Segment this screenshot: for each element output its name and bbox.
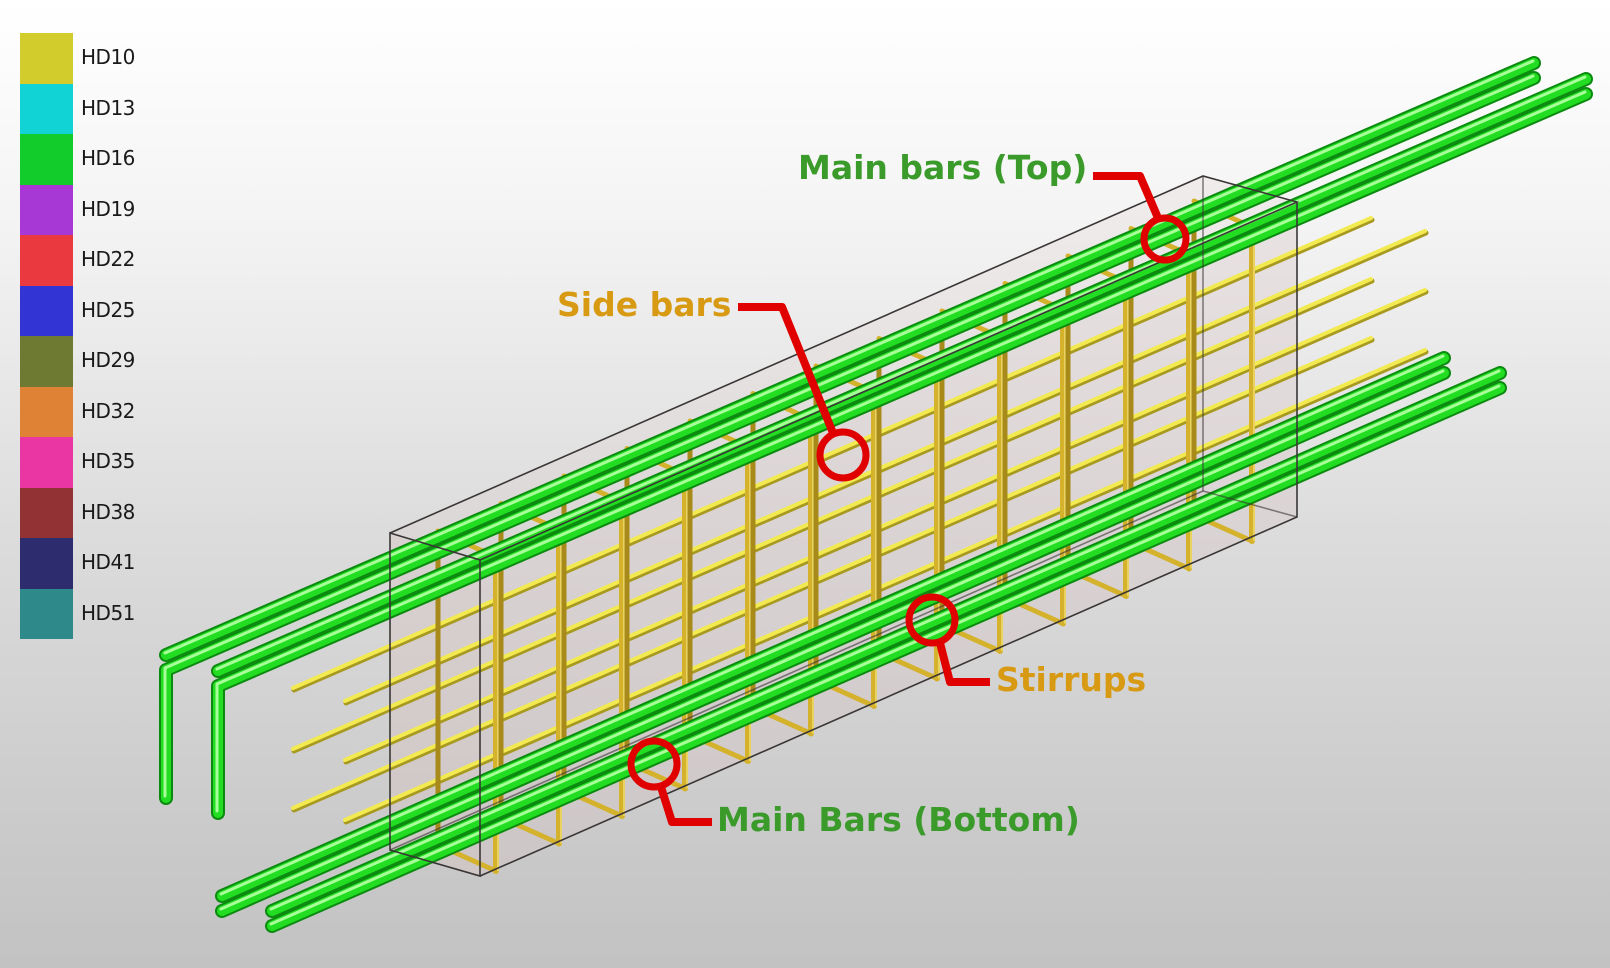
legend-label: HD13 <box>81 95 135 120</box>
side-bar-shadow <box>343 289 1429 765</box>
legend-label: HD51 <box>81 600 135 625</box>
legend-swatch <box>20 487 73 538</box>
main-bars-top-group <box>159 56 1593 820</box>
main-bars-bottom-group <box>215 351 1507 933</box>
main-bar-bottom-highlight <box>269 369 1501 911</box>
legend-swatch <box>20 538 73 589</box>
legend-label: HD35 <box>81 449 135 473</box>
side-bar <box>343 229 1427 703</box>
main-bar-bottom <box>267 368 1505 916</box>
callout-side-bars: Side bars <box>557 285 732 324</box>
main-bar-bottom-highlight <box>269 384 1501 926</box>
leader-main-bars-bottom <box>657 785 712 826</box>
legend-label: HD22 <box>81 247 135 271</box>
callout-stirrups: Stirrups <box>996 660 1147 699</box>
leader-main-bars-top <box>1093 172 1162 220</box>
callout-markers <box>627 172 1190 826</box>
main-bar-top-highlight <box>215 90 1587 813</box>
callout-main-bars-top: Main bars (Top) <box>798 148 1088 187</box>
callout-main-bars-bottom: Main Bars (Bottom) <box>717 800 1080 839</box>
side-bar-shadow <box>343 230 1429 706</box>
legend-swatch <box>20 134 73 185</box>
concrete-edge-hidden <box>1202 490 1298 518</box>
main-bar-bottom-highlight <box>219 369 1445 911</box>
legend-label: HD41 <box>81 550 135 574</box>
legend-label: HD10 <box>81 45 135 69</box>
legend-label: HD19 <box>81 196 135 221</box>
leader-stirrups <box>936 642 990 686</box>
side-bar <box>343 288 1427 762</box>
legend-label: HD25 <box>81 297 135 322</box>
legend-label: HD32 <box>81 398 135 423</box>
marker-main-bars-bottom <box>627 737 681 791</box>
main-bar-top-highlight <box>215 75 1587 671</box>
concrete-block-edges <box>389 175 1300 878</box>
legend-swatch <box>20 588 73 639</box>
legend-label: HD29 <box>81 348 135 372</box>
side-bar-shadow <box>343 349 1429 825</box>
main-bar-top <box>161 58 1539 660</box>
legend-swatch <box>20 235 73 286</box>
leader-side-bars <box>738 303 837 435</box>
marker-stirrups <box>905 593 959 647</box>
main-bar-bottom <box>217 353 1449 901</box>
legend-swatch <box>20 33 73 84</box>
legend-swatch <box>20 336 73 387</box>
legend-swatch <box>20 184 73 235</box>
concrete-edge-top <box>389 175 1300 561</box>
legend-swatch <box>20 386 73 437</box>
side-bar <box>343 348 1427 822</box>
main-bar-top-highlight <box>163 59 1535 655</box>
marker-side-bars <box>816 428 870 482</box>
main-bar-bottom <box>217 368 1449 916</box>
legend-label: HD38 <box>81 499 135 524</box>
legend-swatch <box>20 83 73 134</box>
main-bar-bottom <box>267 383 1505 931</box>
legend-swatch <box>20 437 73 488</box>
main-bar-top-highlight <box>163 74 1535 798</box>
legend-swatch <box>20 285 73 336</box>
marker-main-bars-top <box>1140 214 1190 264</box>
concrete-edge-hidden <box>389 490 1204 851</box>
legend-label: HD16 <box>81 146 135 170</box>
main-bar-bottom-highlight <box>219 354 1445 896</box>
